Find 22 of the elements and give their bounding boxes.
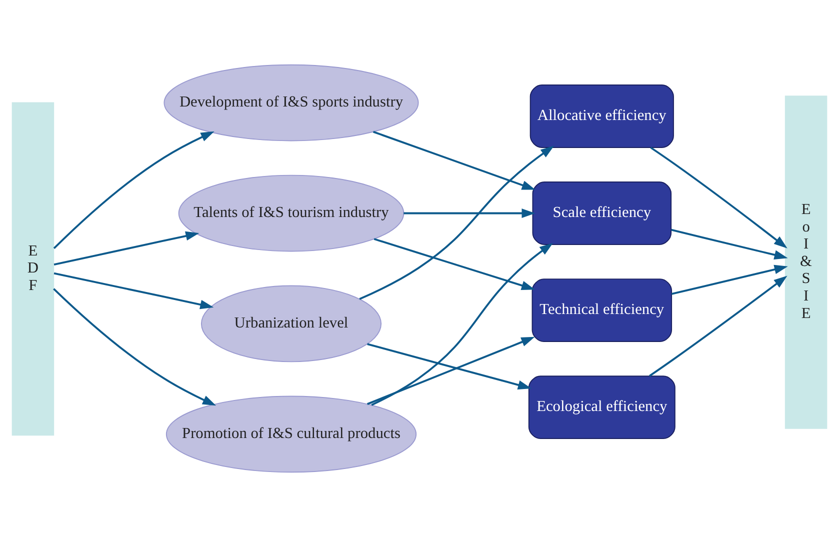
arrow <box>649 276 788 377</box>
node-ellipse: Talents of I&S tourism industry <box>178 174 404 252</box>
arrow <box>54 231 200 266</box>
arrow <box>53 288 216 406</box>
arrow <box>54 272 214 310</box>
arrow <box>671 228 788 260</box>
arrow <box>371 242 553 406</box>
node-box: Scale efficiency <box>532 182 672 245</box>
arrow <box>366 336 535 405</box>
node-box: Ecological efficiency <box>528 376 676 440</box>
node-box: Technical efficiency <box>532 278 672 342</box>
arrow <box>650 146 788 248</box>
arrow <box>404 208 536 218</box>
arrow <box>671 264 788 295</box>
node-box: E o I & S I E <box>784 96 828 429</box>
node-box: Allocative efficiency <box>530 84 674 148</box>
arrow <box>374 238 535 290</box>
node-box: E D F <box>12 102 54 436</box>
arrow <box>373 130 536 190</box>
arrow <box>359 146 554 300</box>
arrow <box>367 343 532 390</box>
arrow <box>53 131 214 250</box>
